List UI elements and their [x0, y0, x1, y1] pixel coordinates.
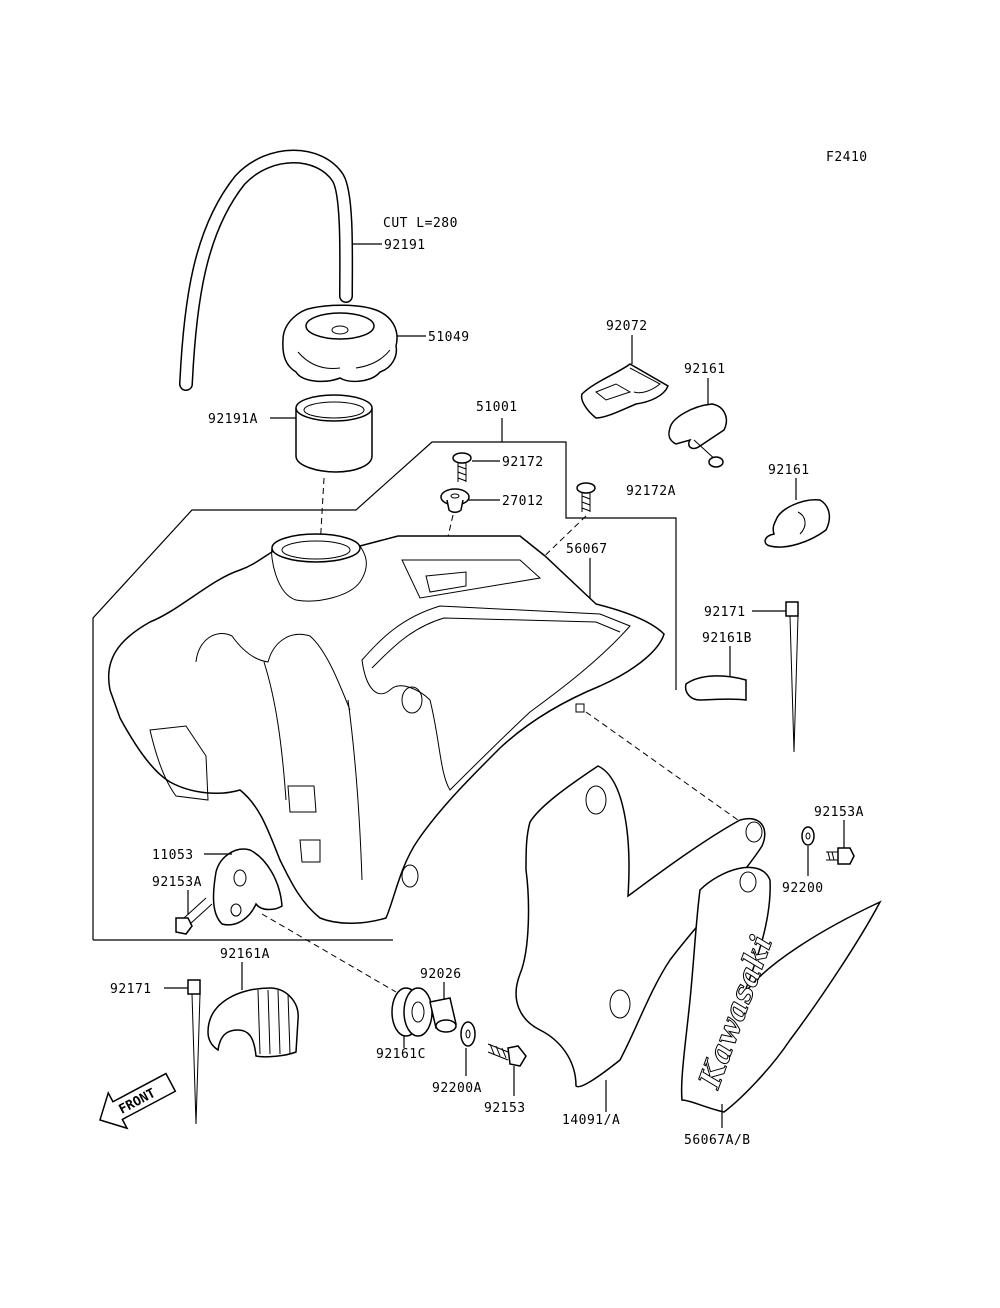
label-92172a: 92172A	[626, 484, 676, 499]
figure-code: F2410	[826, 150, 868, 165]
cable-tie-right	[785, 601, 799, 753]
label-14091: 14091/A	[562, 1113, 620, 1128]
front-direction-arrow: FRONT	[99, 1072, 177, 1130]
collar-92026	[429, 997, 457, 1033]
assembly-line-shroud	[585, 711, 753, 831]
side-shroud	[515, 765, 766, 1088]
label-11053: 11053	[152, 848, 194, 863]
label-92026: 92026	[420, 967, 462, 982]
assembly-line-mount	[261, 913, 397, 993]
label-92153: 92153	[484, 1101, 526, 1116]
label-92161-top: 92161	[684, 362, 726, 377]
label-92153a-left: 92153A	[152, 875, 202, 890]
label-92072: 92072	[606, 319, 648, 334]
cushion-92161b	[684, 675, 747, 701]
fuel-cap	[282, 304, 398, 383]
label-cut-length: CUT L=280	[383, 216, 458, 231]
label-92161a: 92161A	[220, 947, 270, 962]
mount-bracket-11053	[212, 848, 283, 926]
fuel-tank-assembly-bracket	[92, 441, 677, 940]
label-27012: 27012	[502, 494, 544, 509]
grommet-27012	[440, 488, 470, 513]
label-92200: 92200	[782, 881, 824, 896]
label-92171-left: 92171	[110, 982, 152, 997]
bolt-92153	[487, 1043, 527, 1067]
label-92172: 92172	[502, 455, 544, 470]
hose-clamp-92161-top	[668, 403, 728, 468]
shroud-decal: Kawasaki	[680, 866, 882, 1113]
label-51049: 51049	[428, 330, 470, 345]
label-56067: 56067	[566, 542, 608, 557]
label-92161c: 92161C	[376, 1047, 426, 1062]
washer-92200	[801, 826, 815, 846]
fuel-tank	[108, 533, 665, 925]
label-56067ab: 56067A/B	[684, 1133, 751, 1148]
cushion-92161a	[207, 987, 299, 1058]
label-92171-right: 92171	[704, 605, 746, 620]
breather-hose	[179, 149, 354, 391]
tank-strap	[580, 363, 669, 419]
label-92191: 92191	[384, 238, 426, 253]
hose-clamp-92161-mid	[764, 499, 831, 548]
label-92153a-right: 92153A	[814, 805, 864, 820]
label-92161b: 92161B	[702, 631, 752, 646]
assembly-line-neck	[319, 477, 325, 549]
bolt-92153a-right	[826, 847, 855, 865]
washer-92200a	[460, 1021, 476, 1047]
screw-92172a	[576, 482, 596, 512]
label-51001: 51001	[476, 400, 518, 415]
cable-tie-left	[187, 979, 201, 1125]
label-92161-mid: 92161	[768, 463, 810, 478]
filler-neck-ring	[295, 394, 373, 473]
damper-92161c	[391, 987, 433, 1037]
screw-92172	[452, 452, 472, 482]
label-92200a: 92200A	[432, 1081, 482, 1096]
bolt-92153a-left	[175, 897, 213, 935]
label-92191a: 92191A	[208, 412, 258, 427]
